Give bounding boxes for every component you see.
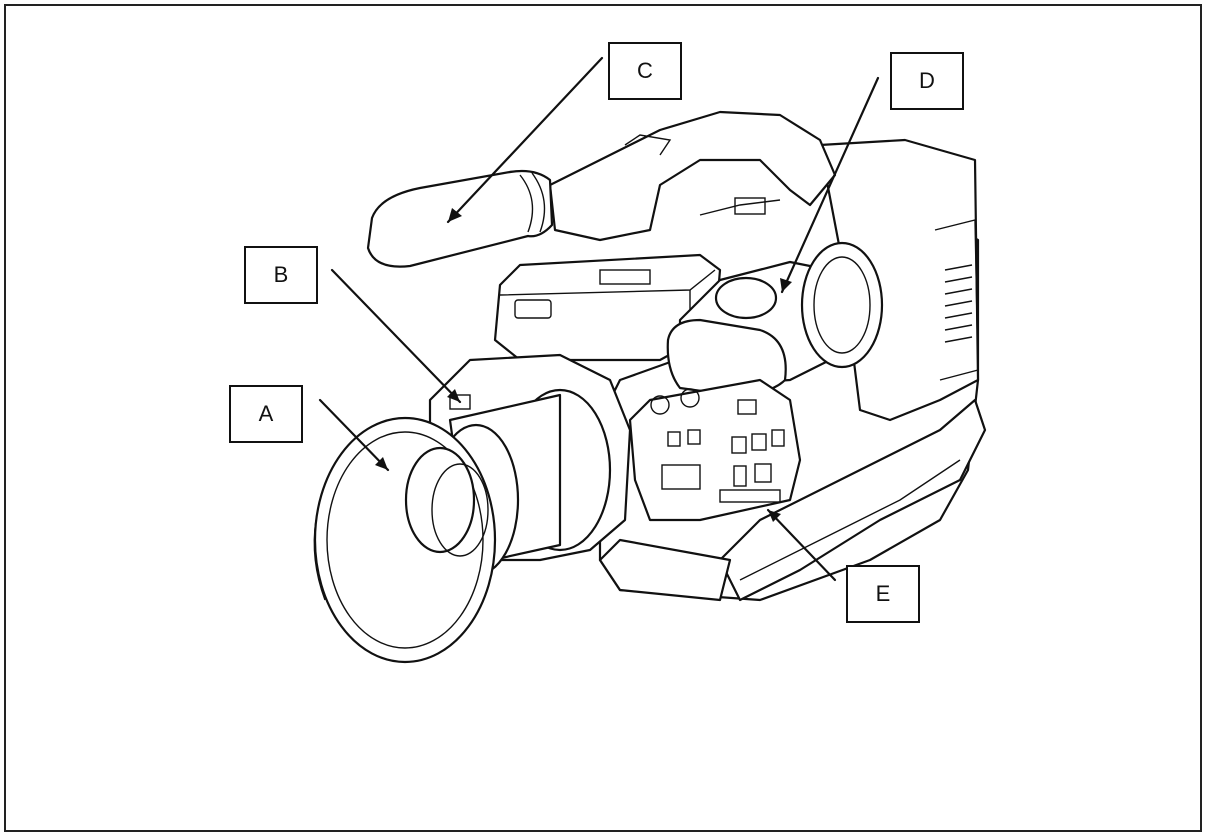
vent-grille (944, 264, 973, 343)
lens-hood (313, 416, 497, 664)
control-panel (628, 378, 802, 522)
callout-label-b: B (244, 246, 318, 304)
microphone (366, 169, 554, 268)
callout-label-a: A (229, 385, 303, 443)
leader-lines (318, 56, 880, 582)
callout-label-d: D (890, 52, 964, 110)
top-module (493, 253, 722, 362)
callout-label-c: C (608, 42, 682, 100)
handle (548, 110, 837, 242)
viewfinder (666, 241, 884, 397)
callout-label-e: E (846, 565, 920, 623)
